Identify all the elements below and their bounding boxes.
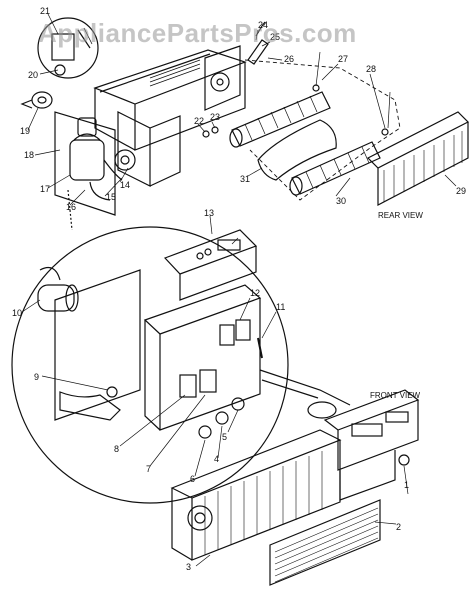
callout-28: 28	[366, 64, 376, 74]
screw-23b	[381, 128, 389, 136]
callout-20: 20	[28, 70, 38, 80]
screw-22	[202, 130, 210, 138]
callout-25: 25	[270, 32, 280, 42]
control-detail-circle	[11, 226, 289, 504]
callout-22: 22	[194, 116, 204, 126]
rear-view-label: REAR VIEW	[378, 211, 423, 220]
callout-15: 15	[106, 192, 116, 202]
front-view-label: FRONT VIEW	[370, 391, 421, 400]
screw-23	[211, 126, 219, 134]
callout-3: 3	[186, 562, 191, 572]
callout-4: 4	[214, 454, 219, 464]
rear-assembly	[54, 49, 247, 231]
blower-wheel-lower	[289, 141, 381, 196]
scroll-housing	[257, 119, 337, 181]
callout-labels: 1 2 3 4 5 6 7 8 9 10 11 12 13 14 15 16 1…	[12, 6, 466, 572]
callout-10: 10	[12, 308, 22, 318]
callout-5: 5	[222, 432, 227, 442]
callout-27: 27	[338, 54, 348, 64]
callout-26: 26	[284, 54, 294, 64]
dashed-assembly-outline	[244, 59, 401, 201]
callout-23: 23	[210, 112, 220, 122]
part-19-knob	[20, 91, 53, 109]
callout-24: 24	[258, 20, 268, 30]
callout-6: 6	[190, 474, 195, 484]
blower-wheel-upper	[229, 91, 331, 148]
callout-7: 7	[146, 464, 151, 474]
callout-16: 16	[66, 202, 76, 212]
callout-1: 1	[404, 480, 409, 490]
view-labels: REAR VIEW FRONT VIEW	[370, 211, 423, 400]
callout-9: 9	[34, 372, 39, 382]
callout-13: 13	[204, 208, 214, 218]
rear-grille	[366, 111, 470, 206]
callout-17: 17	[40, 184, 50, 194]
callout-30: 30	[336, 196, 346, 206]
callout-19: 19	[20, 126, 30, 136]
callout-2: 2	[396, 522, 401, 532]
part-21-detail	[37, 17, 99, 79]
callout-11: 11	[276, 302, 285, 312]
callout-29: 29	[456, 186, 466, 196]
front-unit	[170, 369, 420, 586]
callout-14: 14	[120, 180, 130, 190]
callout-8: 8	[114, 444, 119, 454]
callout-18: 18	[24, 150, 34, 160]
callout-12: 12	[250, 288, 260, 298]
callout-21: 21	[40, 6, 50, 16]
callout-31: 31	[240, 174, 250, 184]
leader-lines	[21, 13, 457, 567]
watermark-text: AppliancePartsPros.com	[38, 18, 357, 48]
